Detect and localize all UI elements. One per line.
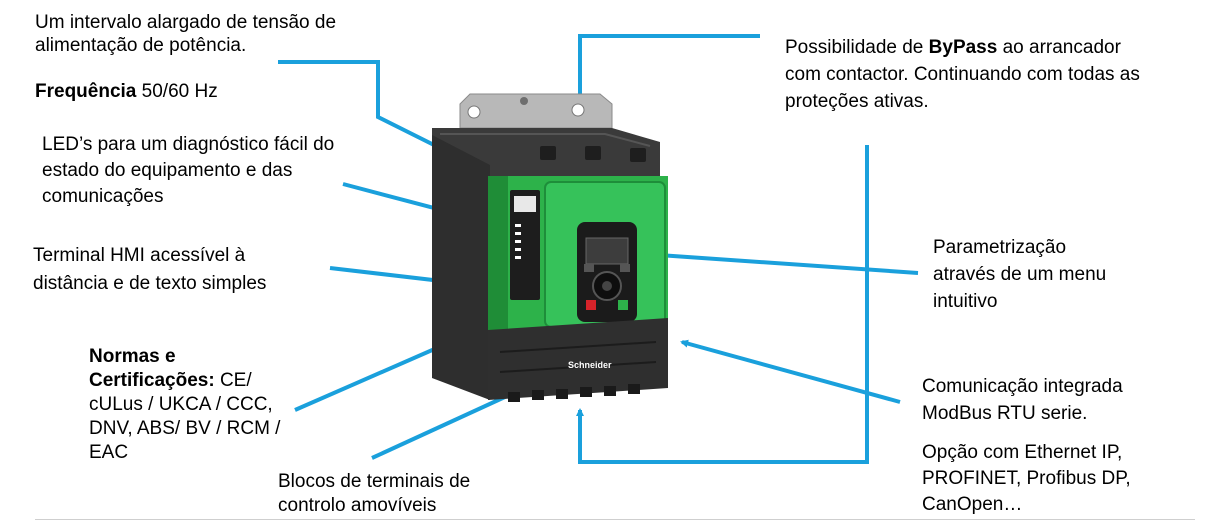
arrow-bypass — [576, 34, 760, 110]
terminals-line-2: controlo amovíveis — [278, 495, 437, 516]
norms-line-4: DNV, ABS/ BV / RCM / — [89, 418, 281, 439]
norms-line-5: EAC — [89, 442, 129, 463]
options-line-2: PROFINET, Profibus DP, — [922, 468, 1131, 489]
run-button — [618, 300, 628, 310]
options-line-3: CanOpen… — [922, 494, 1023, 515]
frequency-value: 50/60 Hz — [136, 81, 218, 102]
param-line-2: através de um menu — [933, 264, 1107, 285]
leds-line-3: comunicações — [42, 186, 164, 207]
label-leds: LED’s para um diagnóstico fácil do estad… — [42, 132, 334, 210]
label-parametrization: Parametrização através de um menu intuit… — [933, 234, 1106, 315]
bypass-line-2: com contactor. Continuando com todas as — [785, 64, 1140, 85]
mounting-hole-right — [571, 103, 585, 117]
bottom-section — [488, 318, 668, 400]
norms-line-1: Normas e — [89, 346, 176, 367]
hmi-line-2: distância e de texto simples — [33, 273, 267, 294]
param-line-3: intuitivo — [933, 291, 998, 312]
arrow-parametrization — [628, 249, 919, 275]
options-line-1: Opção com Ethernet IP, — [922, 442, 1123, 463]
label-supply-voltage: Um intervalo alargado de tensão de alime… — [35, 11, 336, 57]
bracket-bypass — [576, 145, 869, 464]
modbus-line-1: Comunicação integrada — [922, 376, 1123, 397]
mounting-plate — [459, 93, 613, 129]
brand-logo: Schneider — [568, 360, 612, 370]
label-modbus: Comunicação integrada ModBus RTU serie. — [922, 373, 1123, 427]
norms-line-2-rest: CE/ — [214, 370, 252, 391]
stop-button — [586, 300, 596, 310]
bypass-bold: ByPass — [928, 37, 998, 58]
bottom-divider — [35, 519, 1195, 520]
modbus-line-2: ModBus RTU serie. — [922, 403, 1088, 424]
hmi-line-1: Terminal HMI acessível à — [33, 245, 246, 266]
label-hmi-terminal: Terminal HMI acessível à distância e de … — [33, 242, 266, 298]
supply-line-2: alimentação de potência. — [35, 35, 247, 56]
param-line-1: Parametrização — [933, 237, 1067, 258]
arrow-supply-voltage — [278, 60, 472, 165]
leds-line-2: estado do equipamento e das — [42, 160, 293, 181]
label-options: Opção com Ethernet IP, PROFINET, Profibu… — [922, 440, 1131, 518]
bypass-pre: Possibilidade de — [785, 37, 929, 58]
label-norms: Normas e Certificações: CE/ cULus / UKCA… — [89, 345, 280, 465]
terminal-blocks — [508, 384, 640, 402]
supply-line-1: Um intervalo alargado de tensão de — [35, 12, 337, 33]
device-side — [432, 135, 490, 400]
label-frequency: Frequência 50/60 Hz — [35, 80, 218, 103]
norms-line-3: cULus / UKCA / CCC, — [89, 394, 273, 415]
bypass-line-3: proteções ativas. — [785, 91, 929, 112]
status-panel — [510, 190, 540, 300]
terminals-line-1: Blocos de terminais de — [278, 471, 471, 492]
arrow-modbus — [680, 339, 901, 404]
bypass-post: ao arrancador — [997, 37, 1121, 58]
label-bypass: Possibilidade de ByPass ao arrancador co… — [785, 34, 1140, 115]
leds-line-1: LED’s para um diagnóstico fácil do — [42, 134, 335, 155]
norms-line-2-bold: Certificações: — [89, 370, 215, 391]
label-terminal-blocks: Blocos de terminais de controlo amovívei… — [278, 470, 470, 518]
hmi-display — [585, 237, 629, 265]
mounting-hole-left — [467, 105, 481, 119]
frequency-title: Frequência — [35, 81, 137, 102]
